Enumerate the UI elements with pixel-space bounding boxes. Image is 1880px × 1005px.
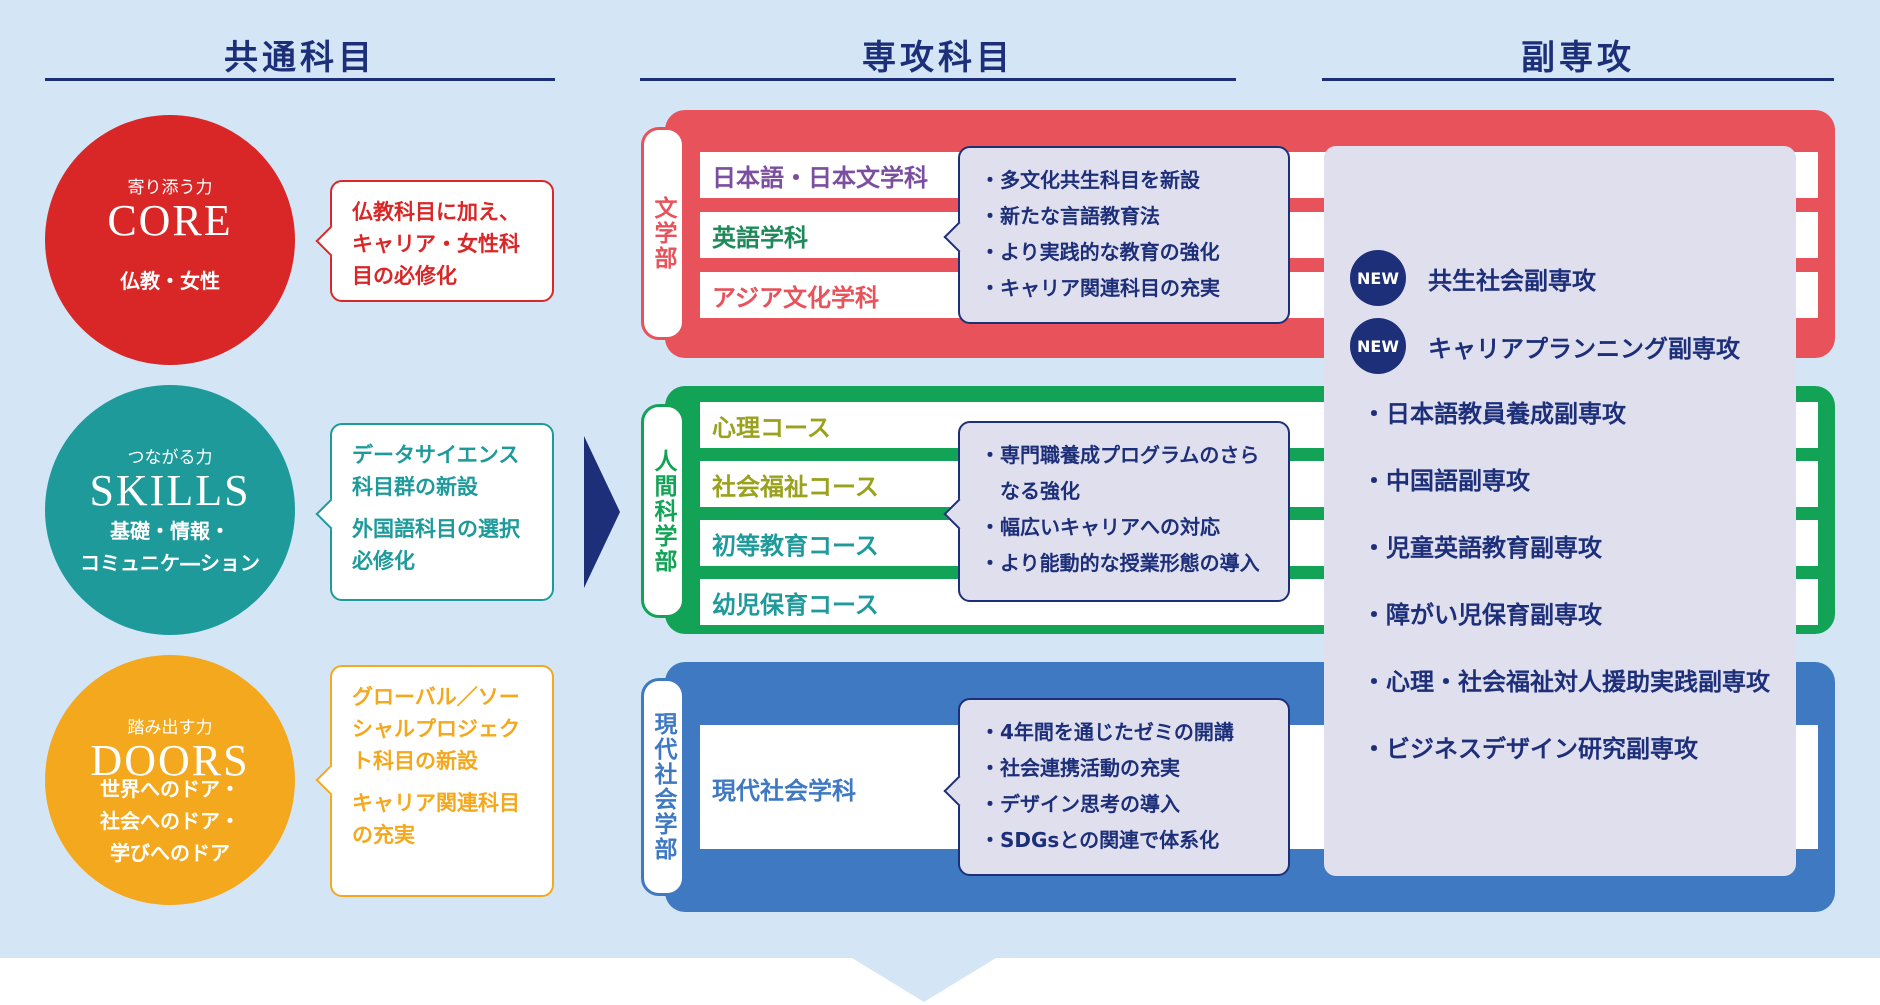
minor-item: ・日本語教員養成副専攻 bbox=[1362, 400, 1626, 428]
reform-point: ・4年間を通じたゼミの開講 bbox=[980, 720, 1234, 744]
reform-points-literature: ・多文化共生科目を新設 ・新たな言語教育法 ・より実践的な教育の強化 ・キャリア… bbox=[943, 146, 1290, 324]
doors-callout: グローバル／ソーシャルプロジェクト科目の新設 キャリア関連科目の充実 bbox=[315, 665, 554, 897]
header-minor-rule bbox=[1322, 78, 1834, 81]
header-major: 専攻科目 bbox=[862, 38, 1014, 78]
dept-elementary-education: 初等教育コース bbox=[712, 531, 879, 560]
new-badge: NEW bbox=[1350, 250, 1406, 306]
minor-panel: NEW 共生社会副専攻 NEW キャリアプランニング副専攻 ・日本語教員養成副専… bbox=[1324, 146, 1796, 876]
reform-point: ・より実践的な教育の強化 bbox=[980, 240, 1220, 264]
reform-point: ・専門職養成プログラムのさらなる強化 bbox=[980, 443, 1260, 503]
reform-points-contemporary-society: ・4年間を通じたゼミの開講 ・社会連携活動の充実 ・デザイン思考の導入 ・SDG… bbox=[943, 698, 1290, 876]
flow-arrow-icon bbox=[584, 436, 620, 588]
reform-point: ・幅広いキャリアへの対応 bbox=[980, 515, 1220, 539]
minor-item: ・児童英語教育副専攻 bbox=[1362, 534, 1602, 562]
reform-point: ・デザイン思考の導入 bbox=[980, 792, 1180, 816]
minor-item: ・中国語副専攻 bbox=[1362, 467, 1530, 495]
dept-psychology: 心理コース bbox=[712, 413, 831, 442]
dept-contemporary-society: 現代社会学科 bbox=[712, 776, 856, 805]
minor-item-new: NEW キャリアプランニング副専攻 bbox=[1350, 318, 1740, 374]
minor-item: ・障がい児保育副専攻 bbox=[1362, 601, 1602, 629]
minor-item-new: NEW 共生社会副専攻 bbox=[1350, 250, 1596, 306]
skills-circle: つながる力 SKILLS 基礎・情報・ コミュニケ―ション bbox=[45, 385, 295, 635]
new-badge: NEW bbox=[1350, 318, 1406, 374]
doors-subtitle: 踏み出す力 bbox=[127, 718, 213, 738]
dept-social-welfare: 社会福祉コース bbox=[712, 472, 879, 501]
dept-japanese-literature: 日本語・日本文学科 bbox=[712, 163, 928, 192]
minor-item: ・ビジネスデザイン研究副専攻 bbox=[1362, 735, 1698, 763]
skills-subtitle: つながる力 bbox=[127, 448, 213, 468]
faculty-label-literature: 文学部 bbox=[641, 127, 685, 340]
skills-desc: 基礎・情報・ コミュニケ―ション bbox=[80, 519, 260, 575]
minor-item: ・心理・社会福祉対人援助実践副専攻 bbox=[1362, 668, 1770, 696]
reform-point: ・より能動的な授業形態の導入 bbox=[980, 551, 1260, 575]
dept-english: 英語学科 bbox=[712, 223, 808, 252]
down-arrow-icon bbox=[852, 958, 996, 1002]
skills-title: SKILLS bbox=[89, 466, 251, 515]
header-minor: 副専攻 bbox=[1521, 38, 1635, 78]
reform-point: ・SDGsとの関連で体系化 bbox=[980, 828, 1220, 852]
reform-points-human-sciences: ・専門職養成プログラムのさらなる強化 ・幅広いキャリアへの対応 ・より能動的な授… bbox=[943, 421, 1290, 602]
reform-point: ・多文化共生科目を新設 bbox=[980, 168, 1200, 192]
skills-callout: データサイエンス科目群の新設 外国語科目の選択必修化 bbox=[315, 423, 554, 601]
reform-point: ・社会連携活動の充実 bbox=[980, 756, 1180, 780]
core-subtitle: 寄り添う力 bbox=[127, 178, 213, 198]
dept-asian-culture: アジア文化学科 bbox=[712, 283, 880, 312]
dept-early-childhood: 幼児保育コース bbox=[712, 590, 879, 619]
faculty-label-contemporary-society: 現代社会学部 bbox=[641, 678, 685, 896]
header-common: 共通科目 bbox=[224, 38, 376, 78]
reform-point: ・新たな言語教育法 bbox=[980, 204, 1160, 228]
doors-title: DOORS bbox=[90, 736, 250, 785]
header-major-rule bbox=[640, 78, 1236, 81]
faculty-label-human-sciences: 人間科学部 bbox=[641, 404, 685, 618]
header-common-rule bbox=[45, 78, 555, 81]
core-callout: 仏教科目に加え、キャリア・女性科目の必修化 bbox=[315, 180, 554, 302]
reform-point: ・キャリア関連科目の充実 bbox=[980, 276, 1220, 300]
doors-desc: 世界へのドア・ 社会へのドア・ 学びへのドア bbox=[100, 777, 240, 865]
core-circle: 寄り添う力 CORE 仏教・女性 bbox=[45, 115, 295, 365]
core-title: CORE bbox=[107, 196, 233, 245]
doors-circle: 踏み出す力 DOORS 世界へのドア・ 社会へのドア・ 学びへのドア bbox=[45, 655, 295, 905]
core-desc: 仏教・女性 bbox=[120, 269, 220, 293]
